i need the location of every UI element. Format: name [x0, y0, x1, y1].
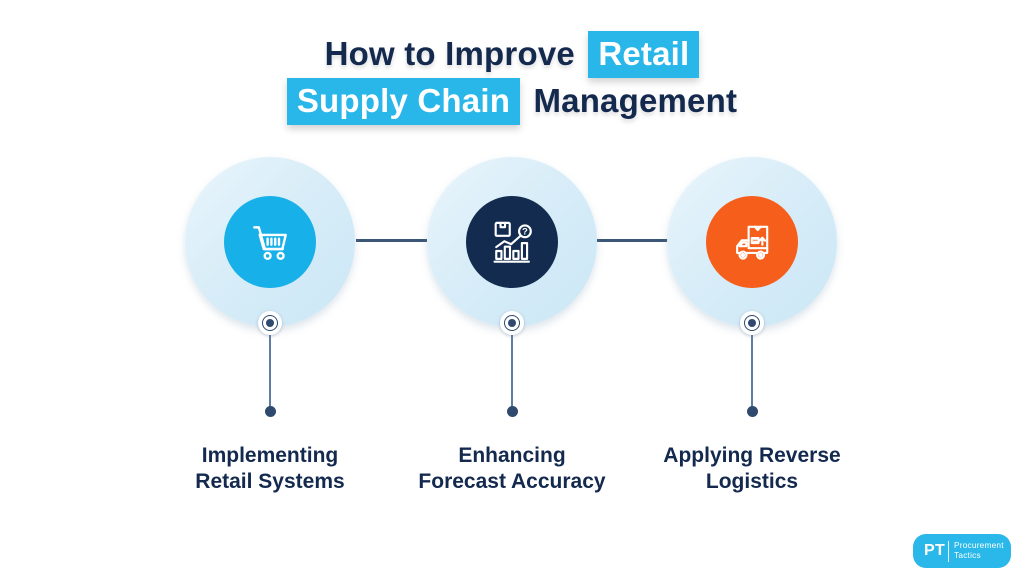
connector-end-dot	[506, 406, 518, 417]
connector-node	[258, 311, 282, 335]
reverse-logistics-truck-icon	[725, 215, 779, 269]
title-line-1: How to Improve Retail	[0, 31, 1024, 78]
step-label: Enhancing Forecast Accuracy	[418, 444, 606, 493]
connector-line-2	[597, 239, 668, 242]
connector-node	[740, 311, 764, 335]
logo-abbr: PT	[924, 542, 946, 559]
forecast-accuracy-icon: ?	[485, 215, 539, 269]
step-inner-circle	[706, 196, 798, 288]
title-text-highlight: Retail	[588, 31, 700, 78]
connector-node	[500, 311, 524, 335]
step-outer-circle	[185, 157, 355, 327]
step-inner-circle: ?	[466, 196, 558, 288]
connector-vertical-line	[511, 335, 513, 407]
svg-text:?: ?	[522, 227, 528, 238]
shopping-cart-icon	[244, 216, 296, 268]
page-title: How to Improve Retail Supply Chain Manag…	[0, 31, 1024, 125]
step-inner-circle	[224, 196, 316, 288]
step-label: Applying Reverse Logistics	[663, 444, 841, 493]
step-applying-reverse-logistics: Applying Reverse Logistics	[632, 157, 872, 502]
step-enhancing-forecast-accuracy: ? Enhancing Forecast Accuracy	[392, 157, 632, 502]
step-outer-circle	[667, 157, 837, 327]
title-text-plain: How to Improve	[324, 35, 575, 72]
title-text-highlight: Supply Chain	[286, 78, 521, 125]
logo-divider	[948, 540, 950, 562]
connector-vertical-line	[269, 335, 271, 407]
step-outer-circle: ?	[427, 157, 597, 327]
logo-name: Procurement Tactics	[954, 540, 1004, 560]
connector-end-dot	[746, 406, 758, 417]
procurement-tactics-logo: PT Procurement Tactics	[913, 534, 1011, 568]
connector-end-dot	[264, 406, 276, 417]
connector-line-1	[356, 239, 427, 242]
connector-vertical-line	[751, 335, 753, 407]
title-line-2: Supply Chain Management	[0, 78, 1024, 125]
title-text-plain: Management	[533, 82, 738, 119]
step-implementing-retail-systems: Implementing Retail Systems	[150, 157, 390, 502]
step-label: Implementing Retail Systems	[195, 444, 345, 493]
